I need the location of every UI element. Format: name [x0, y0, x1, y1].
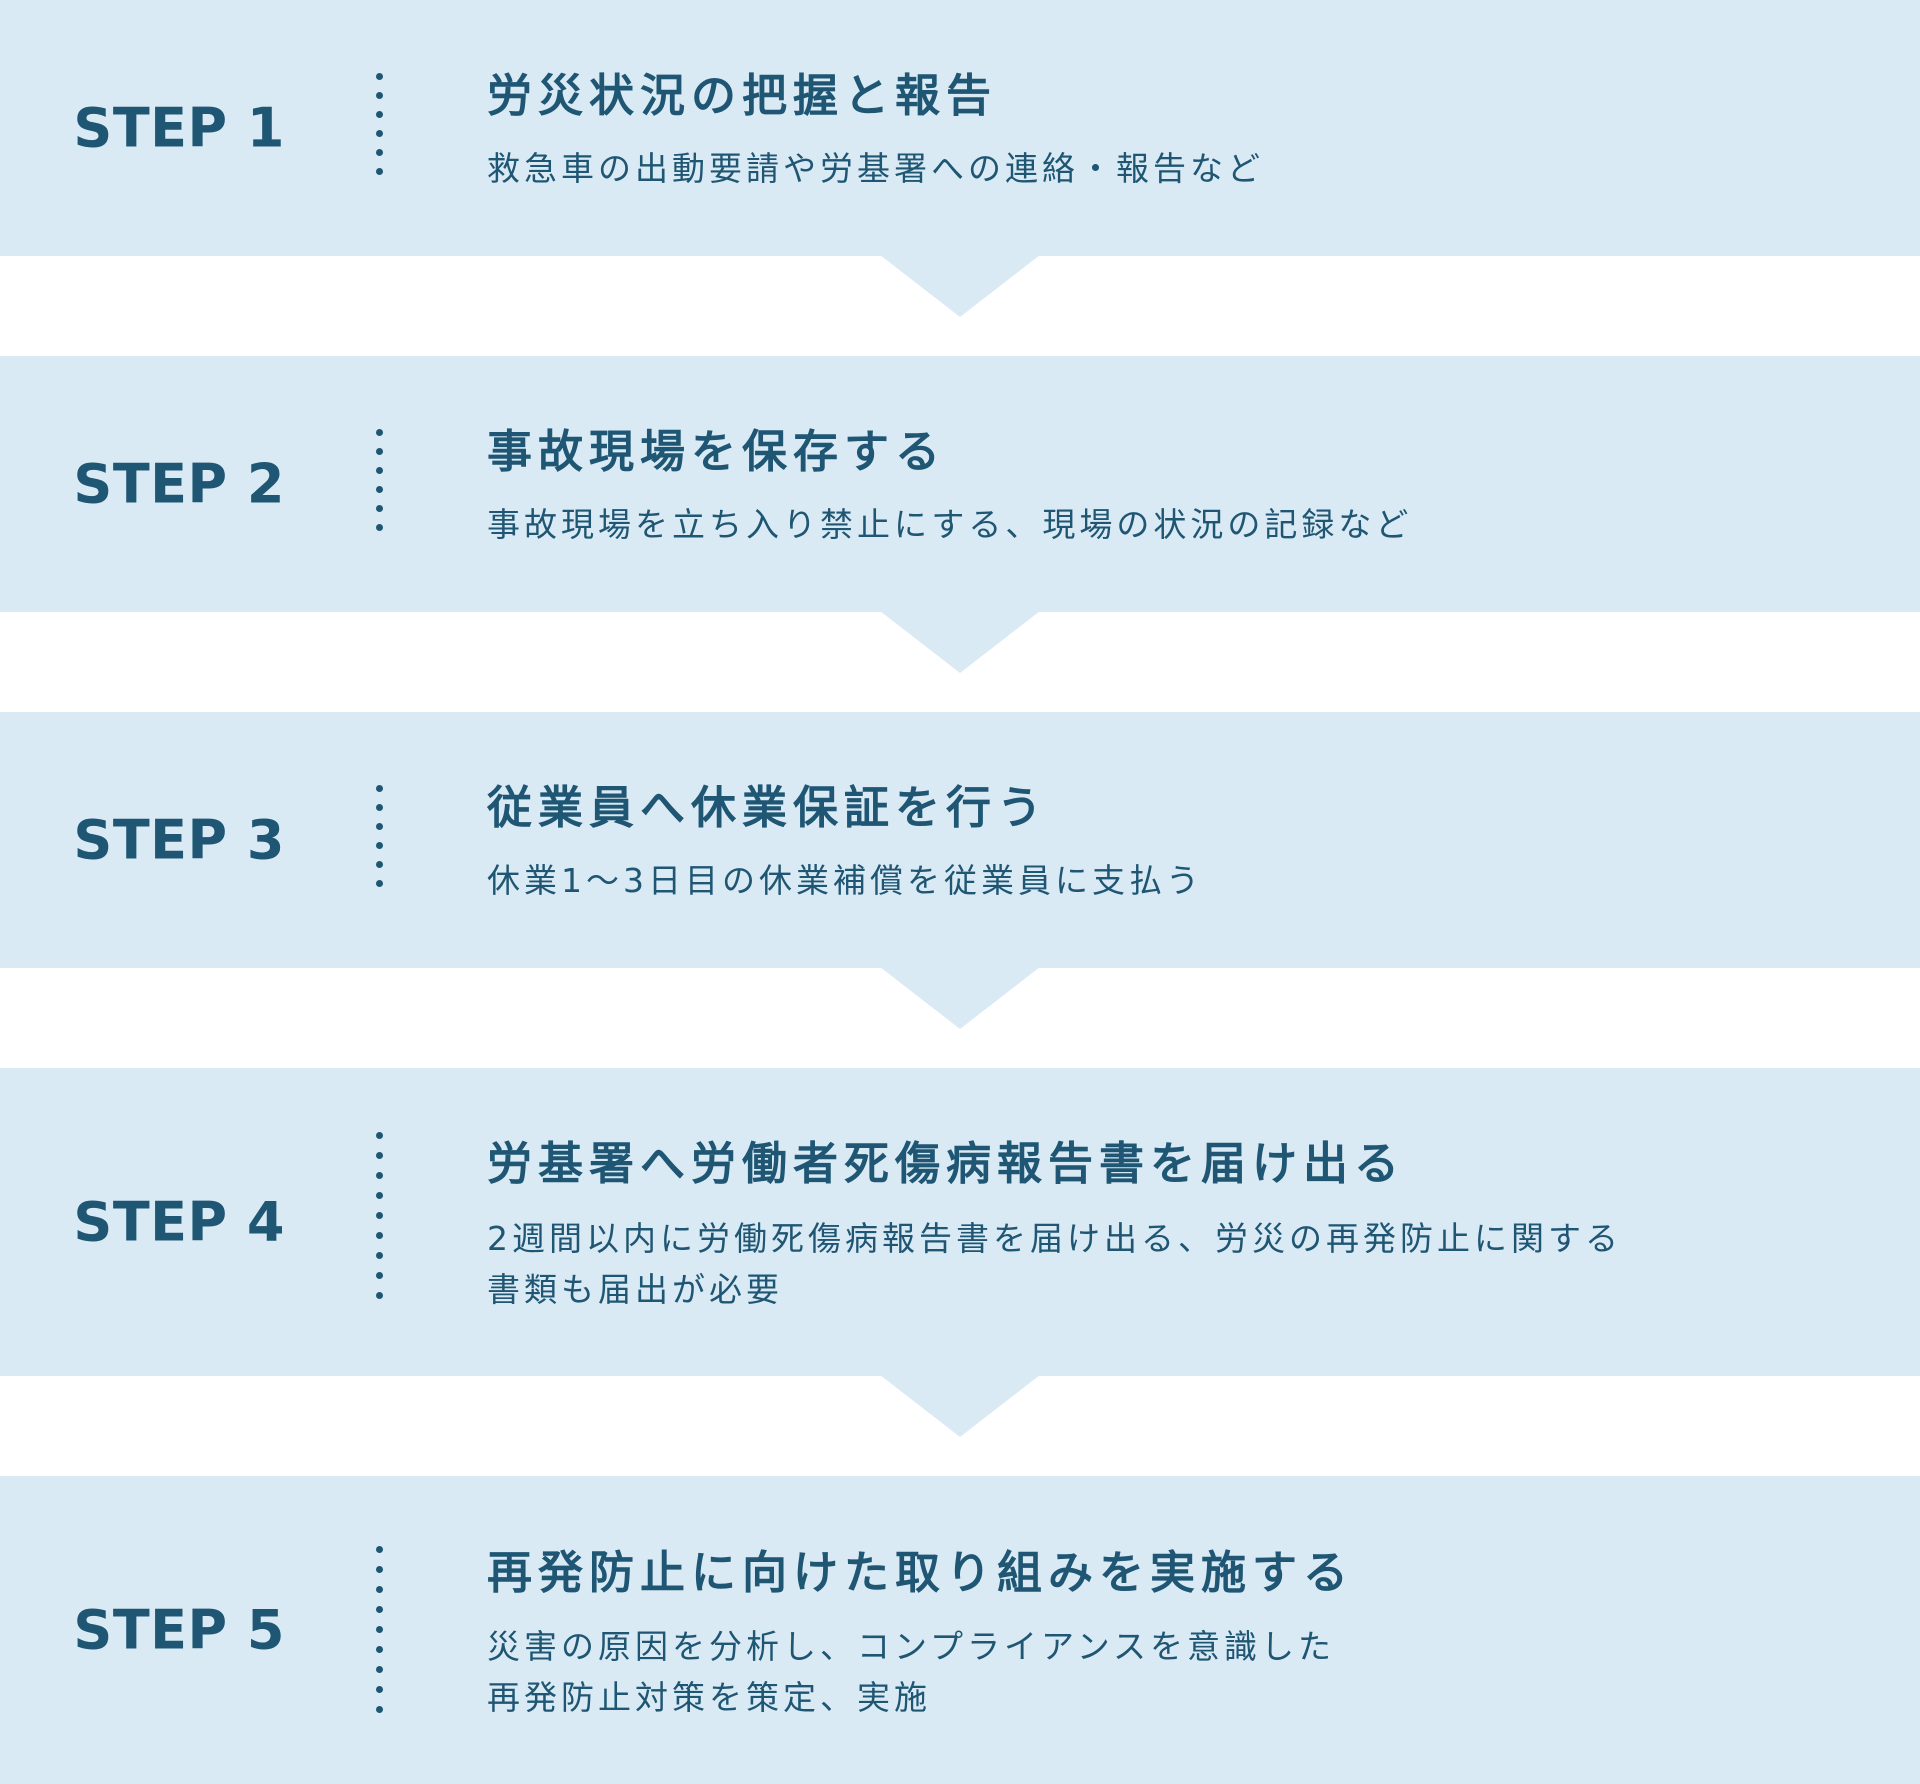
step-4-description-line-2: 書類も届出が必要 [487, 1270, 783, 1309]
step-4-down-arrow [880, 1375, 1040, 1437]
step-1-description: 救急車の出動要請や労基署への連絡・報告など [487, 143, 1264, 194]
step-2-panel: STEP 2 事故現場を保存する 事故現場を立ち入り禁止にする、現場の状況の記録… [0, 356, 1920, 612]
step-1-title: 労災状況の把握と報告 [487, 69, 998, 122]
step-3-title: 従業員へ休業保証を行う [487, 781, 1049, 834]
step-1-down-arrow [880, 255, 1040, 317]
step-2-down-arrow [880, 611, 1040, 673]
step-5-description-line-2: 再発防止対策を策定、実施 [487, 1678, 931, 1717]
step-2-description: 事故現場を立ち入り禁止にする、現場の状況の記録など [487, 499, 1412, 550]
step-3-description-line: 休業1〜3日目の休業補償を従業員に支払う [487, 861, 1203, 900]
step-1-panel: STEP 1 労災状況の把握と報告 救急車の出動要請や労基署への連絡・報告など [0, 0, 1920, 256]
step-5-title: 再発防止に向けた取り組みを実施する [487, 1546, 1355, 1599]
step-4-label: STEP 4 [73, 1190, 285, 1254]
step-2-description-line: 事故現場を立ち入り禁止にする、現場の状況の記録など [487, 505, 1413, 544]
step-4-description: 2週間以内に労働死傷病報告書を届け出る、労災の再発防止に関する 書類も届出が必要 [487, 1213, 1622, 1315]
step-1-label: STEP 1 [73, 96, 285, 160]
step-4-title: 労基署へ労働者死傷病報告書を届け出る [487, 1137, 1406, 1190]
step-1-description-line: 救急車の出動要請や労基署への連絡・報告など [487, 149, 1264, 188]
step-3-label: STEP 3 [73, 808, 285, 872]
step-5-label: STEP 5 [73, 1598, 285, 1662]
step-4-description-line-1: 2週間以内に労働死傷病報告書を届け出る、労災の再発防止に関する [487, 1219, 1622, 1258]
step-5-description-line-1: 災害の原因を分析し、コンプライアンスを意識した [487, 1627, 1336, 1666]
step-3-description: 休業1〜3日目の休業補償を従業員に支払う [487, 855, 1203, 906]
step-3-down-arrow [880, 967, 1040, 1029]
step-5-panel: STEP 5 再発防止に向けた取り組みを実施する 災害の原因を分析し、コンプライ… [0, 1476, 1920, 1784]
step-3-panel: STEP 3 従業員へ休業保証を行う 休業1〜3日目の休業補償を従業員に支払う [0, 712, 1920, 968]
step-2-title: 事故現場を保存する [487, 425, 947, 478]
step-2-label: STEP 2 [73, 452, 285, 516]
step-4-panel: STEP 4 労基署へ労働者死傷病報告書を届け出る 2週間以内に労働死傷病報告書… [0, 1068, 1920, 1376]
step-5-description: 災害の原因を分析し、コンプライアンスを意識した 再発防止対策を策定、実施 [487, 1621, 1335, 1723]
